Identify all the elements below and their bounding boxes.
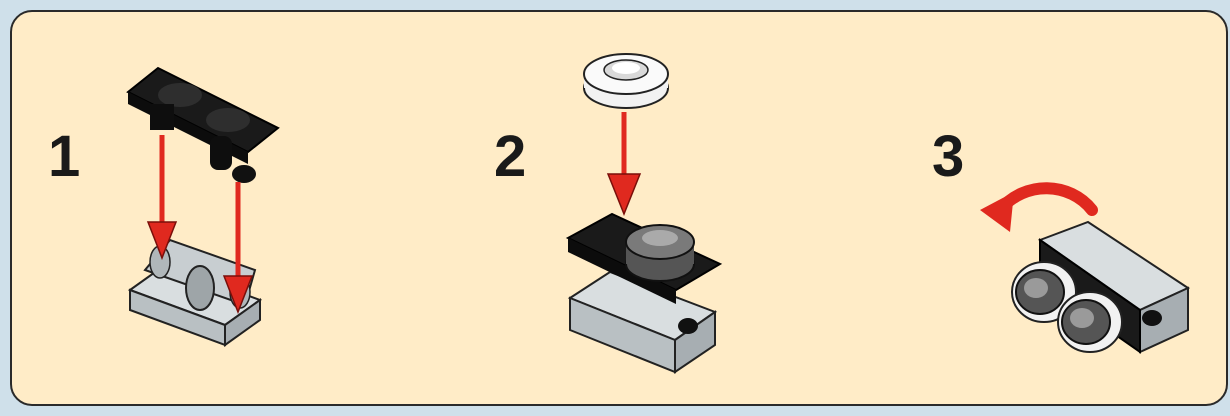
down-arrow-icon — [148, 135, 176, 258]
step-3-illustration — [980, 188, 1188, 352]
rotated-assembly — [1012, 222, 1188, 352]
black-plate — [128, 68, 278, 183]
rotate-arrow-icon — [980, 188, 1092, 232]
round-plate — [584, 54, 668, 108]
step-1-illustration — [128, 68, 278, 345]
brick-with-plate — [568, 214, 720, 372]
step-2-illustration — [568, 54, 720, 372]
down-arrow-icon — [608, 112, 640, 214]
